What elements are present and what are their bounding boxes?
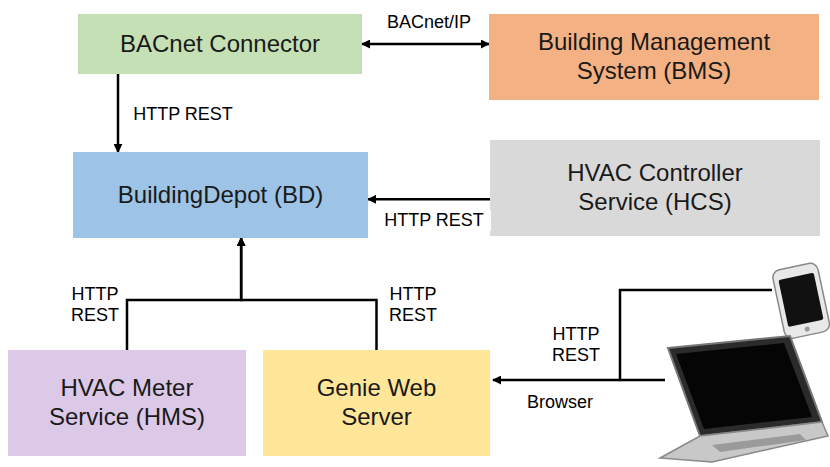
box-label: HVAC Controller Service (HCS) <box>545 159 765 217</box>
edge-label: HTTP REST <box>384 284 442 326</box>
laptop-icon <box>660 336 828 462</box>
process-box: Genie Web Server <box>263 350 490 456</box>
edge-label: HTTP REST <box>126 104 240 125</box>
box-label: Building Management System (BMS) <box>519 28 789 86</box>
note-label: Browser <box>510 392 610 413</box>
connector-arrow <box>368 198 490 201</box>
edge-label: HTTP REST <box>377 210 491 231</box>
box-label: BACnet Connector <box>120 30 320 59</box>
phone-icon <box>771 262 830 340</box>
note-label: HTTP REST <box>546 324 606 366</box>
process-box: HVAC Meter Service (HMS) <box>8 350 246 456</box>
browser-arrow <box>493 379 620 382</box>
connector-arrow <box>362 43 489 46</box>
process-box: BACnet Connector <box>78 14 362 74</box>
box-label: BuildingDepot (BD) <box>118 181 323 210</box>
box-label: Genie Web Server <box>289 374 464 432</box>
process-box: BuildingDepot (BD) <box>73 152 368 238</box>
process-box: Building Management System (BMS) <box>489 14 819 100</box>
edge-label: HTTP REST <box>66 284 124 326</box>
connector-arrow <box>117 74 120 152</box>
connector-arrow <box>241 238 376 350</box>
box-label: HVAC Meter Service (HMS) <box>30 374 224 432</box>
process-box: HVAC Controller Service (HCS) <box>490 140 820 236</box>
connector-arrow <box>127 238 241 350</box>
edge-label: BACnet/IP <box>372 12 486 33</box>
